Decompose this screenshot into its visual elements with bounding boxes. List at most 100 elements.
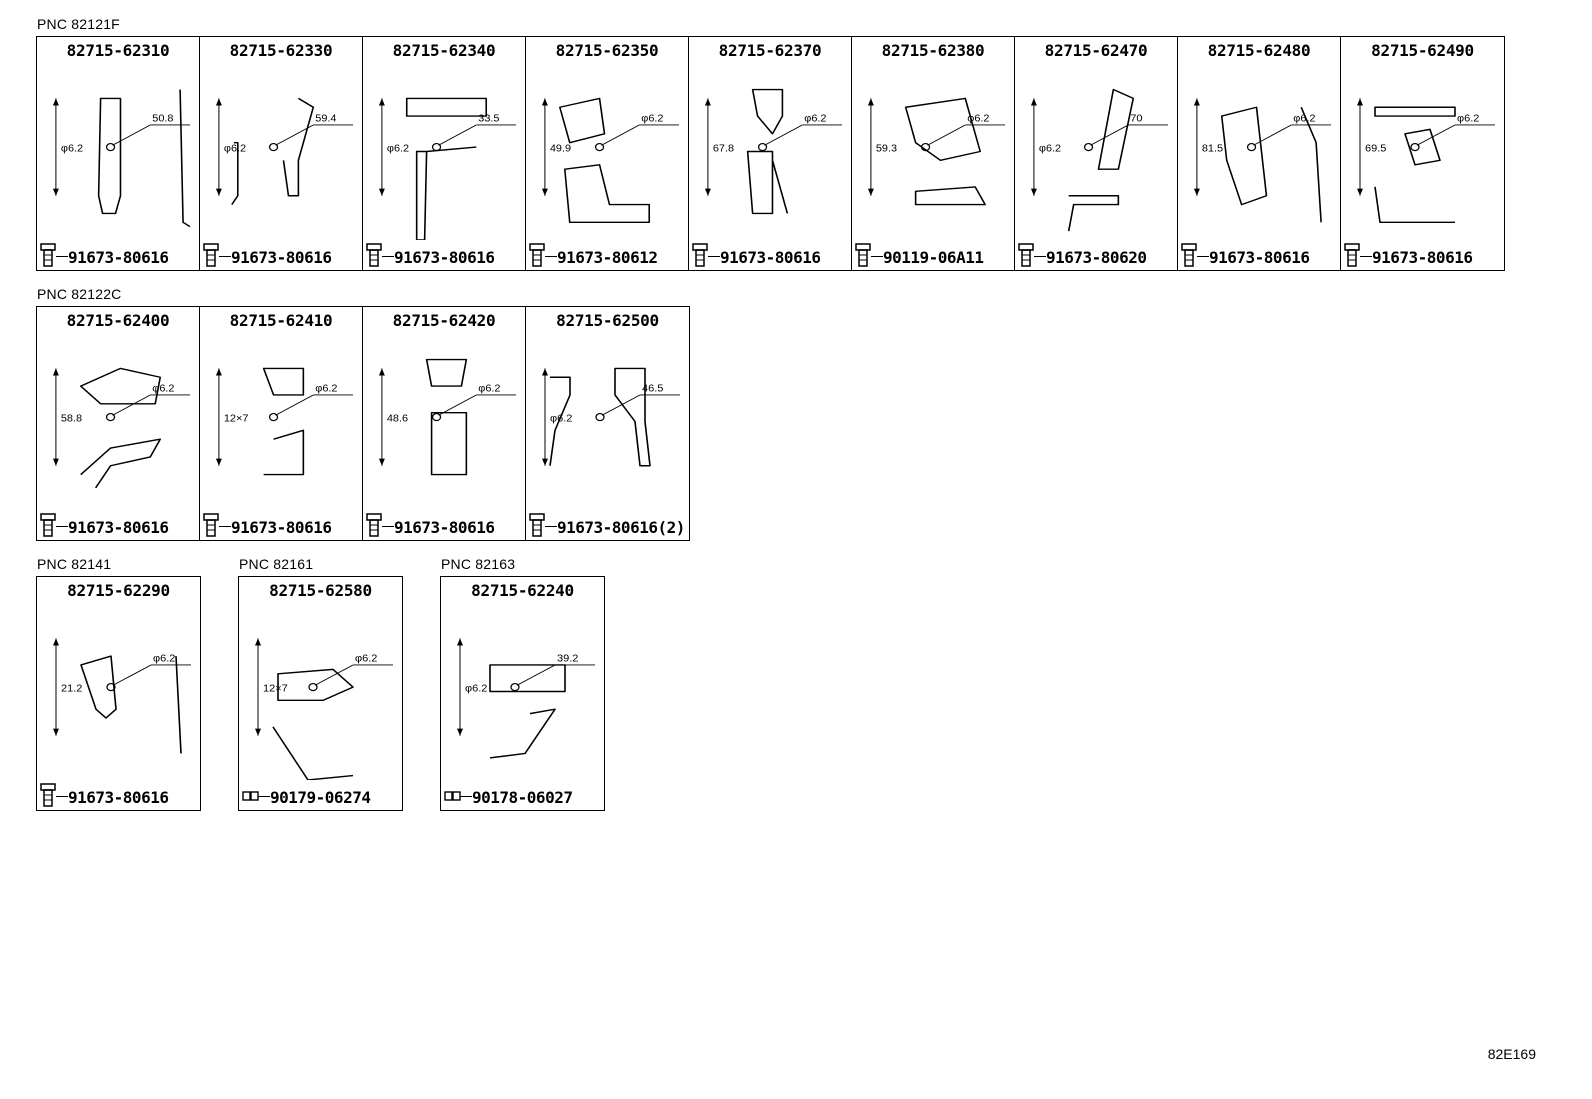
leader-line — [1034, 256, 1046, 257]
dimension-label: φ6.2 — [641, 114, 664, 124]
dimension-label: φ6.2 — [152, 384, 175, 394]
parts-panel-82163: 82715-62240 39.2 φ6.2 90178-06027 — [440, 576, 605, 811]
part-cell-82715-62290[interactable]: 82715-62290 φ6.2 21.2 91673-80616 — [37, 577, 200, 810]
part-number[interactable]: 82715-62340 — [392, 41, 496, 60]
leader-line — [1197, 256, 1209, 257]
leader-line — [460, 796, 472, 797]
dimension-label: φ6.2 — [224, 144, 247, 154]
leader-line — [871, 256, 883, 257]
leader-line — [382, 526, 394, 527]
dimension-label: φ6.2 — [1293, 114, 1316, 124]
fastener-part-number[interactable]: 91673-80616(2) — [557, 518, 685, 537]
fastener-callout: 91673-80616 — [40, 512, 199, 538]
bracket-drawing: φ6.2 81.5 — [1182, 63, 1336, 240]
part-number[interactable]: 82715-62470 — [1044, 41, 1148, 60]
dimension-label: 81.5 — [1202, 144, 1223, 154]
part-number[interactable]: 82715-62370 — [718, 41, 822, 60]
part-number[interactable]: 82715-62330 — [229, 41, 333, 60]
leader-line — [56, 796, 68, 797]
fastener-part-number[interactable]: 91673-80616 — [394, 518, 495, 537]
dimension-label: φ6.2 — [465, 684, 488, 694]
dimension-label: 59.4 — [315, 114, 336, 124]
fastener-part-number[interactable]: 90178-06027 — [472, 788, 573, 807]
fastener-callout: 91673-80616 — [366, 242, 525, 268]
fastener-part-number[interactable]: 91673-80616 — [68, 518, 169, 537]
pnc-label-82121f: PNC 82121F — [37, 16, 120, 32]
illustration-reference: 82E169 — [1487, 1046, 1536, 1062]
part-number[interactable]: 82715-62420 — [392, 311, 496, 330]
dimension-label: 21.2 — [61, 684, 83, 694]
dimension-label: 69.5 — [1365, 144, 1387, 154]
dimension-label: φ6.2 — [804, 114, 827, 124]
fastener-part-number[interactable]: 90119-06A11 — [883, 248, 984, 267]
fastener-part-number[interactable]: 91673-80616 — [720, 248, 821, 267]
fastener-part-number[interactable]: 91673-80616 — [394, 248, 495, 267]
dimension-label: φ6.2 — [153, 654, 176, 664]
fastener-part-number[interactable]: 91673-80612 — [557, 248, 658, 267]
dimension-label: 39.2 — [557, 654, 579, 664]
dimension-label: 46.5 — [642, 384, 664, 394]
fastener-part-number[interactable]: 91673-80616 — [1209, 248, 1310, 267]
pnc-label-82163: PNC 82163 — [441, 556, 516, 572]
leader-line — [258, 796, 270, 797]
fastener-callout: 91673-80616 — [40, 782, 200, 808]
parts-panel-82141: 82715-62290 φ6.2 21.2 91673-80616 — [36, 576, 201, 811]
dimension-label: φ6.2 — [967, 114, 990, 124]
part-number[interactable]: 82715-62290 — [67, 581, 170, 600]
part-number[interactable]: 82715-62500 — [556, 311, 659, 330]
fastener-callout: 90179-06274 — [242, 782, 402, 808]
part-number[interactable]: 82715-62490 — [1371, 41, 1474, 60]
part-number[interactable]: 82715-62400 — [66, 311, 170, 330]
dimension-label: φ6.2 — [1039, 144, 1062, 154]
leader-line — [56, 256, 68, 257]
fastener-callout: 91673-80616 — [1181, 242, 1340, 268]
dimension-label: φ6.2 — [550, 414, 573, 424]
fastener-part-number[interactable]: 91673-80616 — [68, 248, 169, 267]
part-number[interactable]: 82715-62410 — [229, 311, 333, 330]
part-cell-82715-62240[interactable]: 82715-62240 39.2 φ6.2 90178-06027 — [441, 577, 604, 810]
part-cell-82715-62370[interactable]: 82715-62370 φ6.2 67.8 91673-80616 — [689, 37, 852, 270]
fastener-callout: 91673-80616 — [1344, 242, 1504, 268]
fastener-part-number[interactable]: 91673-80620 — [1046, 248, 1147, 267]
dimension-label: 67.8 — [713, 144, 734, 154]
dimension-label: 50.8 — [152, 114, 173, 124]
part-number[interactable]: 82715-62580 — [269, 581, 372, 600]
part-number[interactable]: 82715-62240 — [471, 581, 574, 600]
part-number[interactable]: 82715-62310 — [66, 41, 170, 60]
part-cell-82715-62480[interactable]: 82715-62480 φ6.2 81.5 91673-80616 — [1178, 37, 1341, 270]
part-number[interactable]: 82715-62380 — [881, 41, 985, 60]
part-cell-82715-62500[interactable]: 82715-62500 46.5 φ6.2 91673-80616(2) — [526, 307, 689, 540]
part-number[interactable]: 82715-62350 — [555, 41, 659, 60]
part-number[interactable]: 82715-62480 — [1207, 41, 1311, 60]
fastener-part-number[interactable]: 91673-80616 — [231, 518, 332, 537]
fastener-part-number[interactable]: 91673-80616 — [231, 248, 332, 267]
fastener-part-number[interactable]: 91673-80616 — [68, 788, 169, 807]
leader-line — [708, 256, 720, 257]
dimension-label: φ6.2 — [478, 384, 501, 394]
part-cell-82715-62330[interactable]: 82715-62330 59.4 φ6.2 91673-80616 — [200, 37, 363, 270]
bracket-drawing: φ6.2 21.2 — [41, 603, 196, 780]
fastener-part-number[interactable]: 91673-80616 — [1372, 248, 1473, 267]
leader-line — [545, 256, 557, 257]
fastener-part-number[interactable]: 90179-06274 — [270, 788, 371, 807]
